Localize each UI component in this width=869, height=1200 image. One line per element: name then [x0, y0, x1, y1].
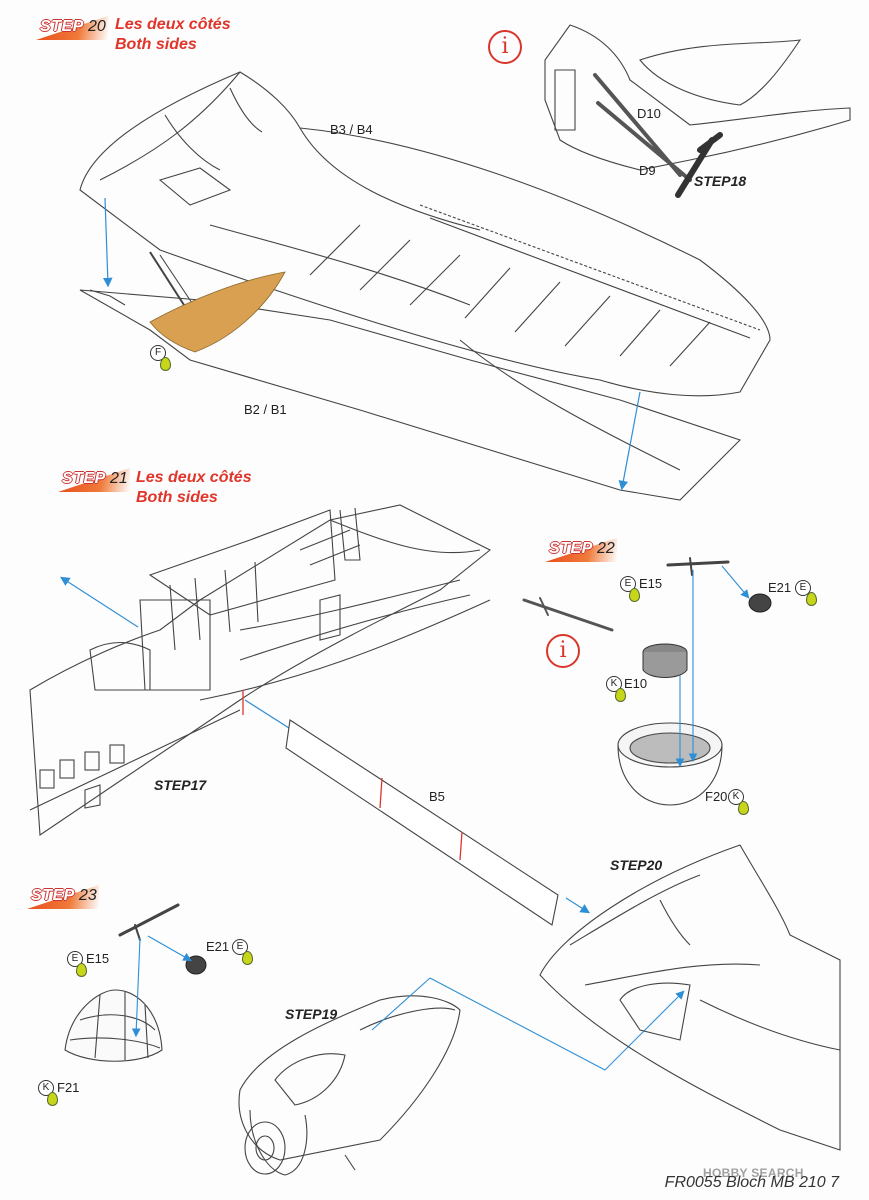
part-label-d10: D10 — [637, 106, 661, 121]
caption-en: Both sides — [136, 489, 218, 506]
part-label-b5: B5 — [429, 789, 445, 804]
part-label-d9: D9 — [639, 163, 656, 178]
glue-drop-icon — [160, 357, 171, 371]
glue-highlight-area — [149, 271, 286, 353]
glue-drop-icon — [738, 801, 749, 815]
step-label: STEP — [62, 470, 106, 487]
step-number: 22 — [597, 540, 615, 557]
step-number: 21 — [110, 470, 128, 487]
fuselage-panel-b5 — [242, 690, 559, 926]
glue-drop-icon — [47, 1092, 58, 1106]
part-label-b2-b1: B2 / B1 — [244, 402, 287, 417]
caption-fr: Les deux côtés — [115, 16, 231, 33]
assembly-arrow — [565, 897, 591, 914]
engine-nacelle — [238, 995, 461, 1176]
part-label-f20: F20 — [705, 789, 728, 804]
assembly-arrow — [59, 576, 139, 628]
part-label-e10: E10 — [624, 676, 648, 691]
wing-upper-half — [79, 71, 771, 397]
turret-guide-lines-23 — [131, 935, 192, 1038]
turret-ring-e10 — [642, 643, 688, 678]
step-ref-20: STEP20 — [610, 857, 663, 873]
step-21-badge: STEP 21 — [58, 468, 138, 492]
gun-ring-e21 — [748, 593, 772, 613]
assembly-arrow — [429, 977, 606, 1071]
step-label: STEP — [40, 18, 84, 35]
step-number: 20 — [88, 18, 106, 35]
step-ref-17: STEP17 — [154, 777, 207, 793]
part-label-e15: E15 — [639, 576, 663, 591]
machine-gun-ref — [522, 597, 614, 632]
step-label: STEP — [31, 887, 75, 904]
machine-gun-e15-23 — [118, 903, 180, 941]
step-ref-18: STEP18 — [694, 173, 747, 189]
step-label: STEP — [549, 540, 593, 557]
part-label-b3-b4: B3 / B4 — [330, 122, 373, 137]
fuselage-half — [29, 504, 492, 836]
part-label-e21-23: E21 — [206, 939, 230, 954]
step-ref-19: STEP19 — [285, 1006, 338, 1022]
info-icon: i — [488, 30, 522, 64]
page-footer: FR0055 Bloch MB 210 7 — [664, 1174, 839, 1191]
assembly-arrow — [102, 197, 113, 288]
wing-lower-half — [79, 251, 742, 501]
glue-drop-icon — [242, 951, 253, 965]
wing-ref-step20 — [539, 844, 841, 1151]
step-number: 23 — [79, 887, 97, 904]
part-label-e21: E21 — [768, 580, 792, 595]
step-21-caption: Les deux côtés Both sides — [136, 468, 252, 508]
caption-en: Both sides — [115, 36, 197, 53]
sprue-marker-e: E — [795, 580, 811, 596]
part-label-f21: F21 — [57, 1080, 80, 1095]
glue-drop-icon — [76, 963, 87, 977]
caption-fr: Les deux côtés — [136, 469, 252, 486]
turret-guide-lines — [675, 565, 750, 768]
part-label-e15-23: E15 — [86, 951, 110, 966]
glue-drop-icon — [615, 688, 626, 702]
assembly-arrow — [618, 391, 641, 491]
nacelle-strut-detail — [544, 24, 851, 171]
strut-assembly — [675, 132, 723, 198]
step-20-badge: STEP 20 — [36, 16, 116, 40]
step-22-badge: STEP 22 — [545, 538, 625, 562]
step-20-caption: Les deux côtés Both sides — [115, 15, 231, 55]
assembly-arrow — [371, 977, 431, 1031]
gun-ring-e21-23 — [185, 955, 207, 975]
glue-drop-icon — [629, 588, 640, 602]
machine-gun-e15 — [666, 557, 730, 576]
strut-parts — [593, 73, 692, 182]
step-23-badge: STEP 23 — [27, 885, 107, 909]
glue-drop-icon — [806, 592, 817, 606]
turret-dome-f21 — [64, 989, 163, 1062]
info-icon: i — [546, 634, 580, 668]
watermark: HOBBY SEARCH — [703, 1166, 804, 1180]
